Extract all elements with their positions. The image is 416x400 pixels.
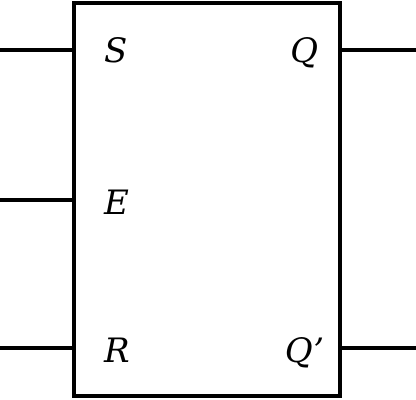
input-label-s: S	[104, 31, 127, 71]
output-label-q-bar: Q’	[285, 331, 324, 371]
input-label-r: R	[103, 331, 130, 371]
input-label-e: E	[103, 183, 129, 223]
output-label-q: Q	[290, 31, 318, 71]
